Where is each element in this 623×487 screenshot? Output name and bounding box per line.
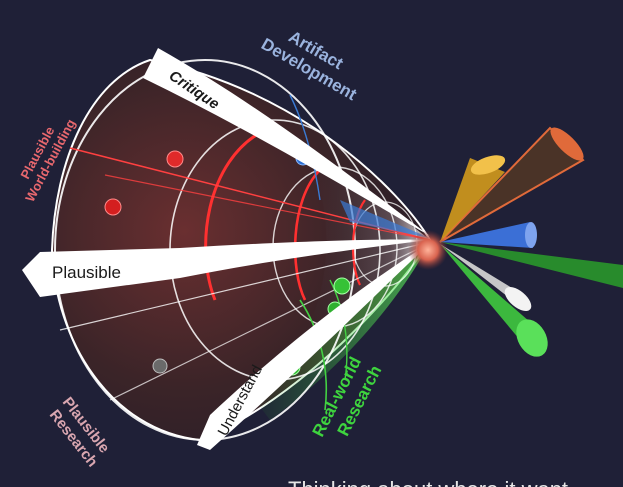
- understand-ribbon: [197, 243, 430, 450]
- rays: [439, 126, 623, 357]
- green-arc-1: [299, 299, 328, 411]
- yellow-ray-cap: [470, 155, 506, 175]
- red-line-lower: [104, 174, 431, 241]
- plausible-label: Plausible: [52, 263, 121, 282]
- white-ray: [440, 244, 525, 310]
- green-ray: [440, 242, 623, 288]
- white-line-1: [59, 241, 431, 331]
- blue-ray: [440, 222, 533, 248]
- blue-band: [340, 200, 430, 238]
- blue-ray-cap: [525, 222, 537, 248]
- gray-sphere: [152, 358, 168, 374]
- plausible-research-label: Plausible Research: [46, 394, 113, 470]
- red-sphere-1: [166, 150, 184, 168]
- apex-glow: [408, 230, 448, 270]
- yellow-ray: [440, 158, 505, 242]
- artifact-development-label: Artifact Development: [258, 27, 360, 104]
- red-sphere-2: [104, 198, 122, 216]
- plausible-ribbon: [22, 239, 430, 297]
- red-arc-outer: [204, 128, 266, 301]
- red-arc-middle: [293, 169, 321, 301]
- green-ray-lower-cap: [516, 319, 548, 357]
- critique-ribbon: [143, 48, 430, 236]
- green-ray-lower: [440, 244, 545, 340]
- white-ray-cap: [504, 287, 532, 311]
- bottom-caption: Thinking about where it want: [288, 477, 568, 487]
- orange-red-ray-cap: [550, 127, 584, 161]
- green-sphere-1: [333, 277, 351, 295]
- white-line-2: [109, 242, 431, 401]
